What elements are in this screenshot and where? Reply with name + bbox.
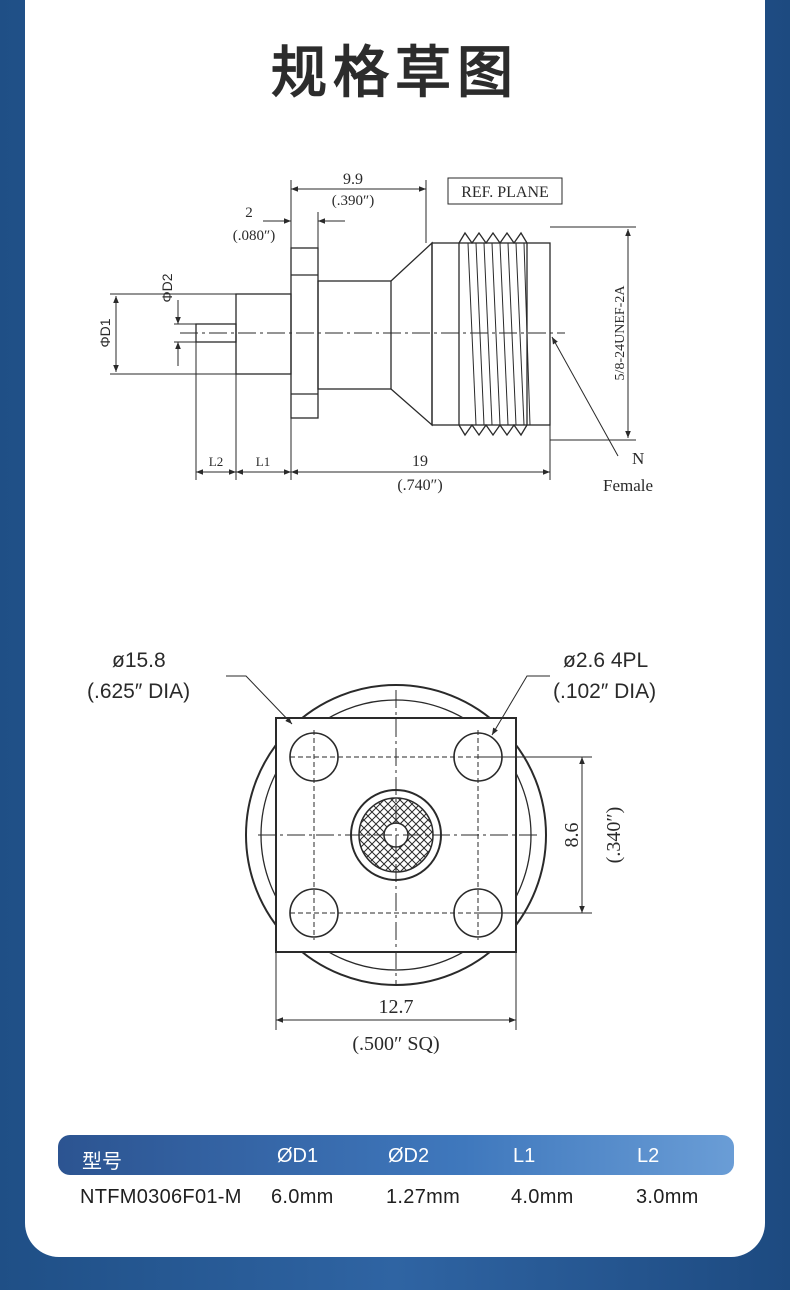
dim-8-6: 8.6 bbox=[561, 823, 583, 848]
cone bbox=[390, 241, 433, 427]
td-d1: 6.0mm bbox=[271, 1186, 334, 1208]
dim-12-7: 12.7 bbox=[379, 996, 414, 1018]
ref-plane-label: REF. PLANE bbox=[461, 184, 549, 201]
rear-body bbox=[235, 293, 292, 375]
td-model: NTFM0306F01-M bbox=[80, 1186, 242, 1208]
th-l2: L2 bbox=[637, 1145, 660, 1167]
label-l2: L2 bbox=[209, 454, 223, 469]
dim-9-9: 9.9 bbox=[343, 171, 363, 188]
neck bbox=[317, 280, 392, 390]
td-l1: 4.0mm bbox=[511, 1186, 574, 1208]
th-l1: L1 bbox=[513, 1145, 536, 1167]
front-view: ø15.8 (.625″ DIA) ø2.6 4PL (.102″ DIA) 8… bbox=[87, 649, 656, 1055]
th-model: 型号 bbox=[82, 1151, 122, 1173]
dia-15-8-inch: (.625″ DIA) bbox=[87, 680, 190, 703]
dim-19: 19 bbox=[412, 453, 428, 470]
label-d1: ΦD1 bbox=[97, 318, 113, 347]
dim-8-6-inch: (.340″) bbox=[603, 807, 625, 864]
label-l1: L1 bbox=[256, 454, 270, 469]
dim-19-inch: (.740″) bbox=[397, 477, 442, 494]
dim-12-7-inch: (.500″ SQ) bbox=[352, 1033, 439, 1055]
thread-crest-top bbox=[458, 231, 528, 245]
thread-crest-bottom bbox=[458, 423, 528, 437]
td-d2: 1.27mm bbox=[386, 1186, 461, 1208]
content-card bbox=[25, 0, 765, 1257]
female-label: Female bbox=[603, 476, 653, 495]
dia-15-8: ø15.8 bbox=[112, 649, 166, 672]
hole-dia: ø2.6 4PL bbox=[563, 649, 648, 672]
dim-2-inch: (.080″) bbox=[233, 228, 276, 244]
th-d1: ØD1 bbox=[277, 1145, 319, 1167]
side-view: 9.9 (.390″) REF. PLANE 2 (.080″) ΦD2 ΦD1… bbox=[97, 171, 653, 495]
label-d2: ΦD2 bbox=[159, 273, 175, 302]
hole-dia-inch: (.102″ DIA) bbox=[553, 680, 656, 703]
thread-spec: 5/8-24UNEF-2A bbox=[613, 285, 628, 381]
td-l2: 3.0mm bbox=[636, 1186, 699, 1208]
page-title: 规格草图 bbox=[271, 41, 519, 106]
n-label: N bbox=[632, 449, 644, 468]
thread-body bbox=[431, 242, 551, 426]
dim-9-9-inch: (.390″) bbox=[332, 193, 375, 209]
ref-plane-box bbox=[447, 177, 563, 205]
spec-drawing: 9.9 (.390″) REF. PLANE 2 (.080″) ΦD2 ΦD1… bbox=[87, 171, 656, 1055]
spec-table-header bbox=[58, 1135, 734, 1175]
dim-2: 2 bbox=[245, 205, 253, 221]
th-d2: ØD2 bbox=[388, 1145, 430, 1167]
